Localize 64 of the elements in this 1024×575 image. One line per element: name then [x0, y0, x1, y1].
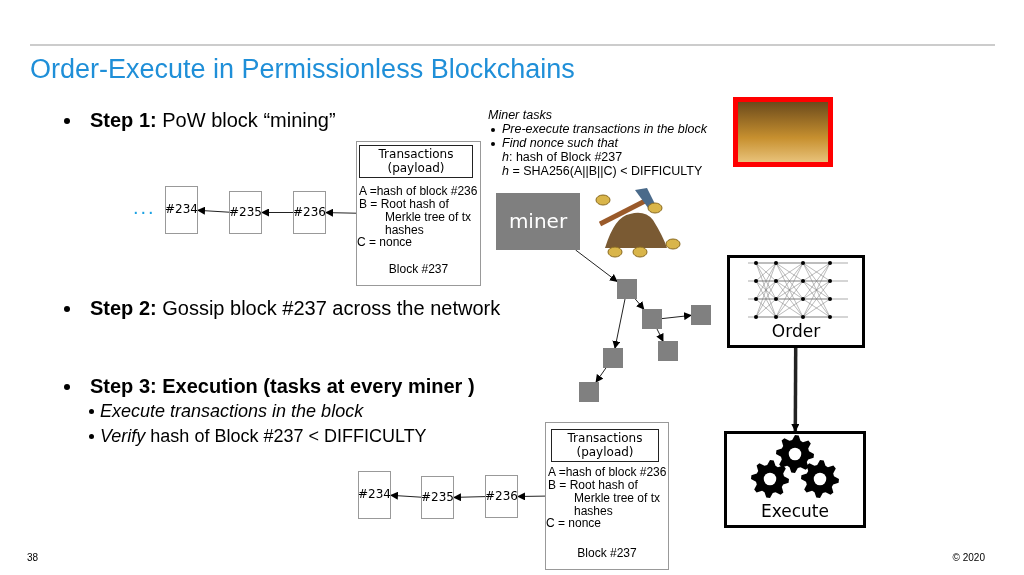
- block-field-text: C = nonce: [546, 517, 603, 530]
- arrow: [325, 208, 357, 217]
- arrow: [453, 493, 486, 502]
- page-number: 38: [27, 552, 39, 563]
- note-text: h = SHA256(A||B||C) < DIFFICULTY: [502, 164, 703, 178]
- block-label: #234: [165, 203, 198, 217]
- arrow: [390, 491, 422, 500]
- payload-box: [359, 145, 473, 178]
- step-heading: Step 1: PoW block “mining”: [90, 109, 336, 132]
- block-box: [421, 476, 454, 519]
- block-label: #236: [485, 489, 518, 504]
- block-box: [293, 191, 326, 234]
- arrow: [517, 492, 546, 501]
- block-label: Transactions (payload): [566, 431, 644, 460]
- note-item: Pre-execute transactions in the block: [502, 122, 707, 136]
- peer-node-box: [658, 341, 678, 361]
- block-title: Block #237: [576, 547, 638, 560]
- peer-node-box: [617, 279, 637, 299]
- peer-node-box: [603, 348, 623, 368]
- block-label: #235: [229, 205, 262, 220]
- peer-node-box: [642, 309, 662, 329]
- block-label: Transactions (payload): [377, 147, 455, 176]
- block-box: [229, 191, 262, 234]
- note-text: h: hash of Block #237: [502, 150, 623, 164]
- note-heading: Miner tasks: [488, 108, 552, 122]
- arrow: [612, 298, 626, 349]
- peer-node-box: [579, 382, 599, 402]
- arrow: [595, 367, 607, 383]
- arrow: [575, 249, 618, 282]
- step-heading: Step 2: Gossip block #237 across the network: [90, 297, 501, 320]
- block-card: [356, 141, 481, 286]
- payload-box: [551, 429, 659, 462]
- sub-item: Execute transactions in the block: [100, 401, 364, 422]
- miner-box: [496, 193, 580, 250]
- block-title: Block #237: [387, 263, 450, 276]
- order-box: [727, 255, 865, 348]
- block-box: [358, 471, 391, 519]
- node-label: Order: [770, 322, 822, 342]
- block-field-text: B = Root hash of Merkle tree of tx hashes: [359, 198, 473, 237]
- block-label: #234: [358, 488, 391, 502]
- block-field-text: A =hash of block #236: [359, 185, 479, 198]
- execute-box: [724, 431, 866, 528]
- block-field-text: C = nonce: [357, 236, 414, 249]
- peer-node-box: [691, 305, 711, 325]
- arrow: [197, 206, 230, 215]
- node-label: miner: [508, 210, 568, 233]
- block-label: #236: [293, 205, 326, 220]
- node-label: Execute: [760, 502, 830, 522]
- arrow: [261, 208, 294, 217]
- slide-title: Order-Execute in Permissionless Blockchains: [30, 54, 575, 85]
- block-field-text: A =hash of block #236: [548, 466, 668, 479]
- block-field-text: B = Root hash of Merkle tree of tx hashes: [548, 479, 662, 518]
- copyright-text: © 2020: [951, 552, 985, 563]
- arrow: [791, 348, 800, 432]
- arrow: [661, 312, 692, 321]
- arrow: [656, 328, 664, 342]
- step-heading: Step 3: Execution (tasks at every miner ): [90, 375, 475, 398]
- arrow: [634, 298, 645, 310]
- block-card: [545, 422, 669, 570]
- note-item: Find nonce such that: [502, 136, 619, 150]
- ellipsis-label: ...: [133, 196, 156, 219]
- block-box: [485, 475, 518, 518]
- block-label: #235: [421, 490, 454, 505]
- sub-item: Verify hash of Block #237 < DIFFICULTY: [100, 426, 427, 447]
